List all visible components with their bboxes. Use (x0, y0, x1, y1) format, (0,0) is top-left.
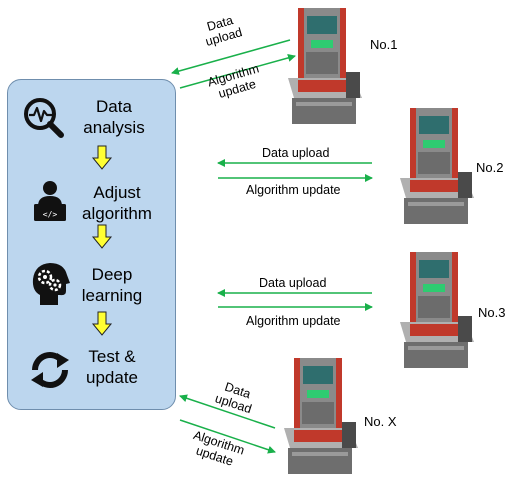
down-arrow-icon (91, 311, 113, 336)
step-line-1: Deep (91, 265, 133, 284)
step-test-update-label: Test & update (76, 346, 148, 388)
step-deep-learning-label: Deep learning (76, 264, 148, 306)
down-arrow-icon (91, 224, 113, 249)
inspection-machine-image (400, 252, 474, 368)
machine-name: No.3 (478, 305, 506, 320)
machine-name: No.2 (476, 160, 504, 175)
machine-name: No. X (364, 414, 397, 429)
step-line-1: Test & (88, 347, 136, 366)
svg-text:</>: </> (43, 210, 58, 219)
down-arrow-icon (91, 145, 113, 170)
upload-label-no3: Data upload (259, 276, 327, 290)
update-label-no3: Algorithm update (246, 314, 341, 328)
upload-label-no2: Data upload (262, 146, 330, 160)
developer-laptop-icon: </> (34, 181, 66, 221)
process-panel: Data analysis </> Adjust algorithm Deep … (7, 79, 176, 410)
step-line-2: learning (81, 286, 143, 305)
step-line-1: Adjust (93, 183, 141, 202)
inspection-machine-image (288, 8, 362, 124)
brain-gears-icon (32, 263, 70, 305)
step-data-analysis-label: Data analysis (80, 96, 148, 138)
upload-arrow-no1 (171, 39, 291, 75)
refresh-arrows-icon (31, 352, 69, 388)
step-line-2: analysis (83, 118, 145, 137)
analysis-search-icon (24, 98, 64, 138)
step-adjust-algorithm-label: Adjust algorithm (76, 182, 158, 224)
machine-name: No.1 (370, 37, 398, 52)
step-line-1: Data (96, 97, 132, 116)
update-label-no2: Algorithm update (246, 183, 341, 197)
inspection-machine-image (284, 358, 358, 474)
step-line-2: algorithm (82, 204, 152, 223)
update-arrow-nox (179, 419, 276, 454)
inspection-machine-image (400, 108, 474, 224)
upload-arrow-nox (179, 394, 276, 429)
update-arrow-no1 (179, 54, 296, 89)
step-line-2: update (86, 368, 138, 387)
